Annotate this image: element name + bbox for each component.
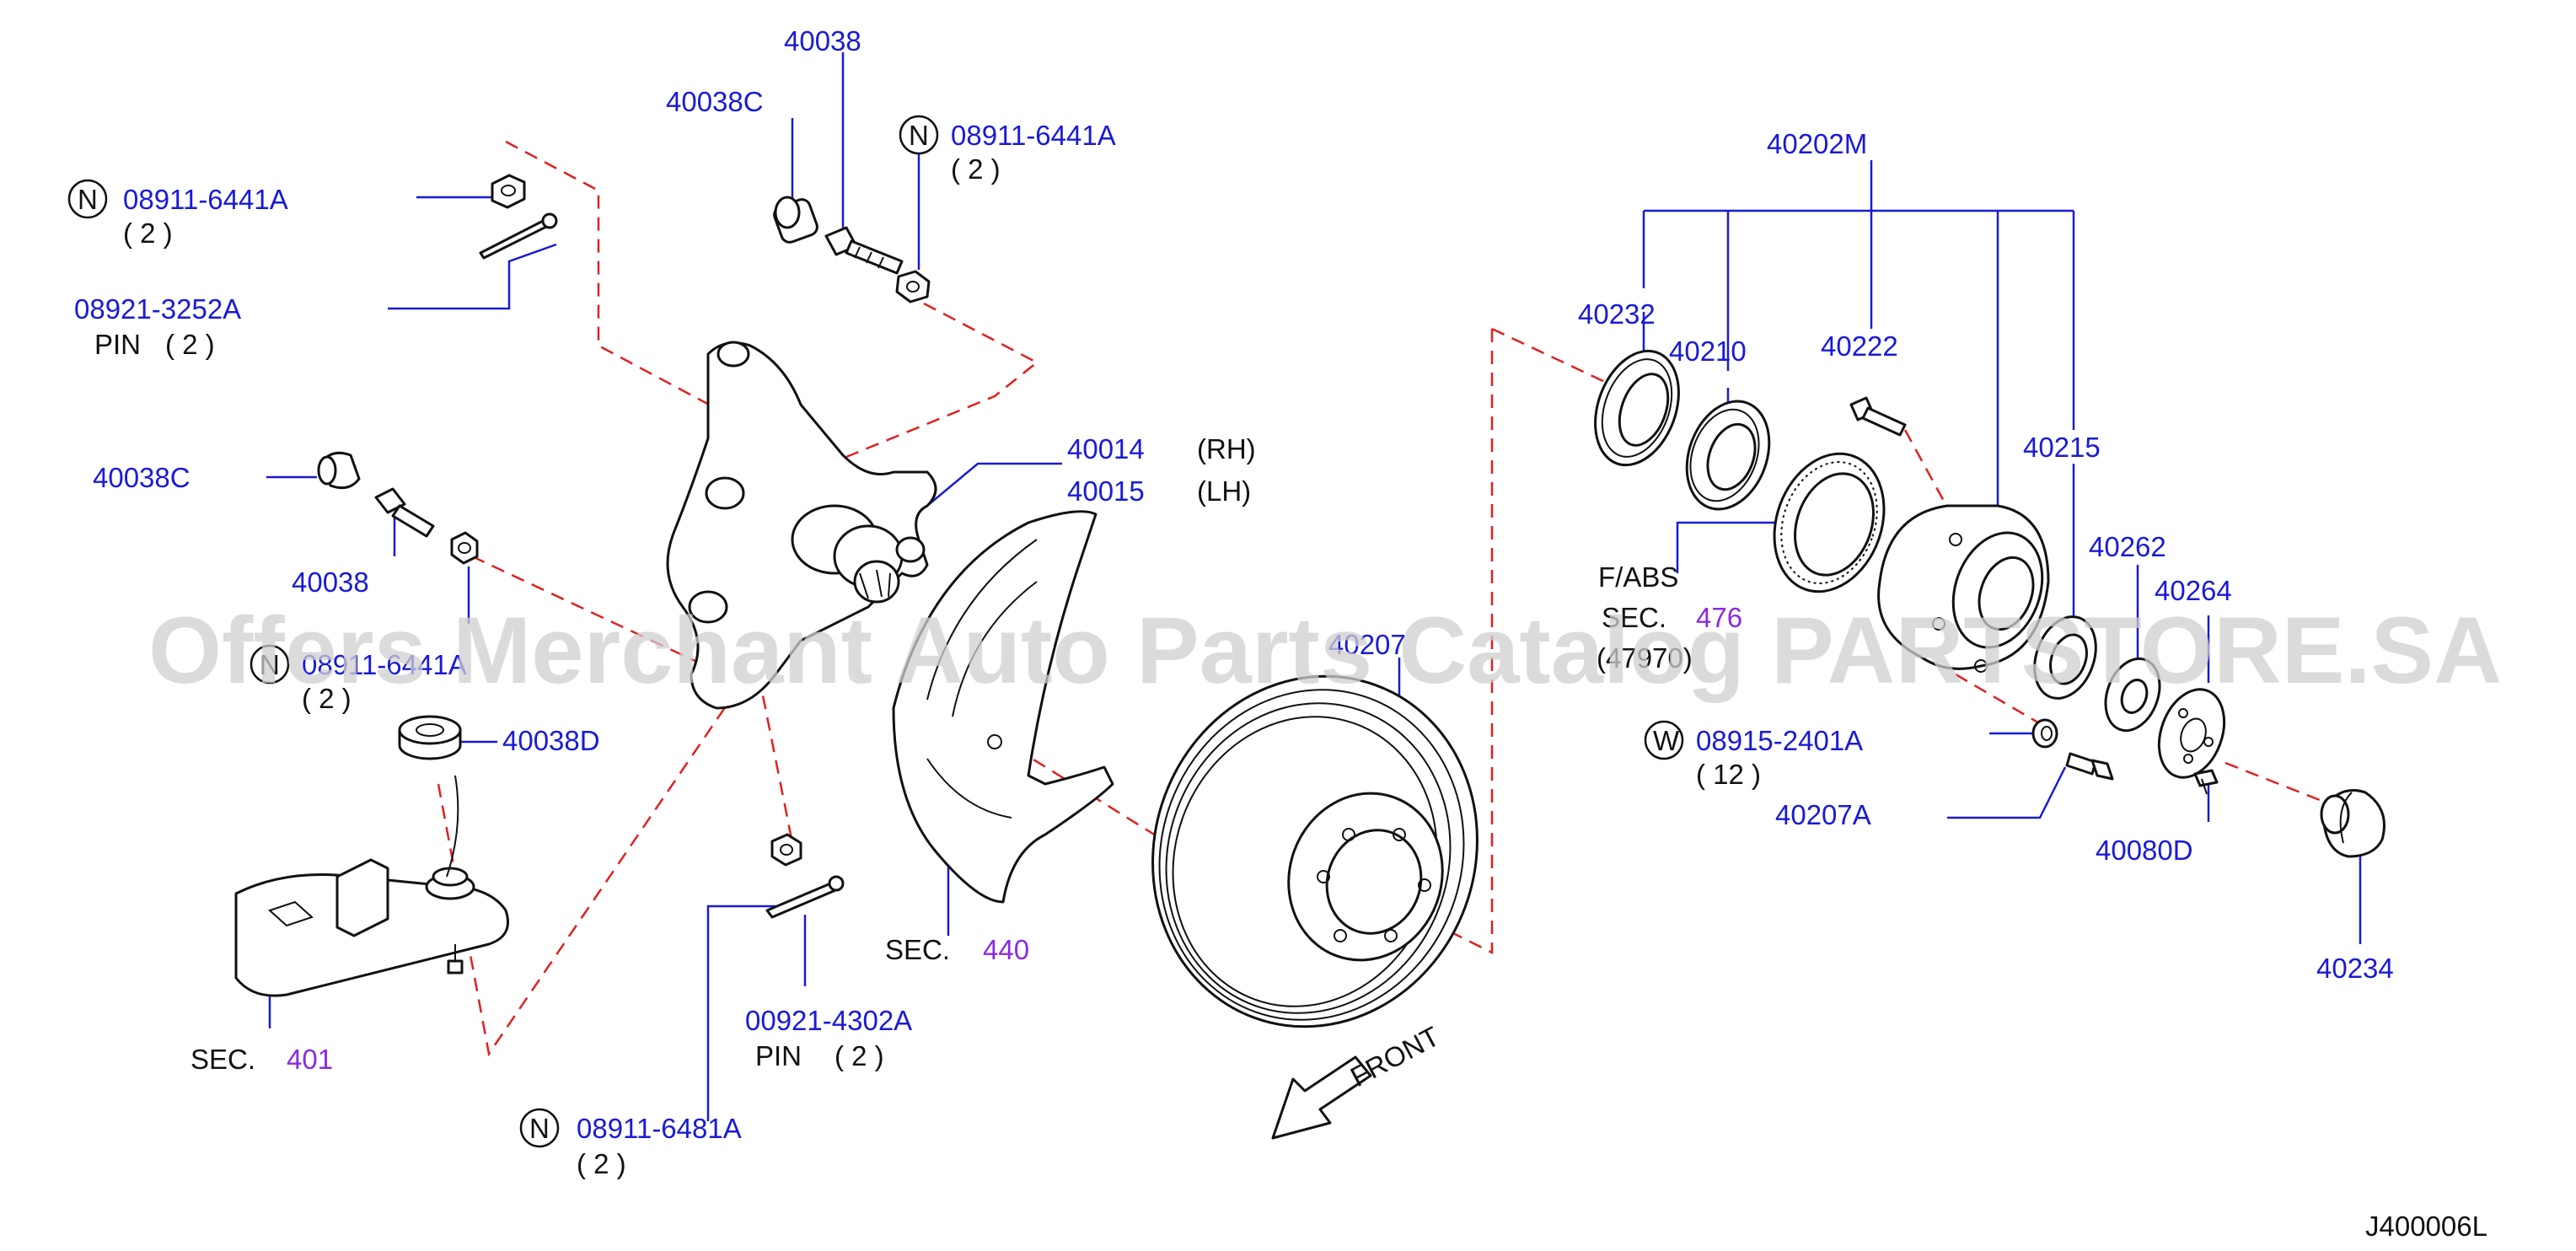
bushing-40038c-top bbox=[773, 196, 818, 244]
label-40038c-left: 40038C bbox=[93, 462, 191, 493]
label-40207: 40207 bbox=[1328, 629, 1406, 660]
leader-lines bbox=[266, 52, 2362, 1121]
sec440-prefix: SEC. bbox=[885, 934, 950, 965]
watermark-text: Offers Merchant Auto Parts Catalog PARTS… bbox=[148, 598, 2502, 703]
sec440-number: 440 bbox=[983, 934, 1029, 965]
label-rh: (RH) bbox=[1197, 433, 1256, 464]
label-40207a: 40207A bbox=[1775, 799, 1871, 830]
label-00921-4302a: 00921-4302A bbox=[745, 1005, 912, 1036]
pin-top-label: PIN bbox=[94, 329, 141, 360]
sec476-sub: (47970) bbox=[1597, 642, 1693, 674]
label-08911-6481a: 08911-6481A bbox=[577, 1113, 742, 1144]
bearing-40210 bbox=[1685, 400, 1771, 511]
nut-top-left bbox=[491, 174, 526, 209]
steering-knuckle bbox=[666, 341, 937, 710]
w-marker: W bbox=[1653, 725, 1680, 756]
bolt-40207a bbox=[2065, 752, 2114, 781]
label-08921-3252a: 08921-3252A bbox=[74, 293, 241, 325]
label-40264: 40264 bbox=[2155, 575, 2232, 606]
front-label: FRONT bbox=[1345, 1020, 1445, 1093]
backing-plate-sec440 bbox=[892, 510, 1114, 904]
label-40202m: 40202M bbox=[1767, 128, 1867, 159]
bolt-40038-left bbox=[374, 487, 435, 538]
qty-w: ( 12 ) bbox=[1696, 759, 1761, 790]
brake-disc-rotor-40207 bbox=[1151, 674, 1479, 1028]
nut-40038d bbox=[398, 715, 462, 760]
wheel-hub bbox=[1877, 504, 2050, 673]
label-40038c-top: 40038C bbox=[666, 86, 764, 117]
label-40234: 40234 bbox=[2316, 953, 2394, 984]
label-40262: 40262 bbox=[2089, 531, 2166, 562]
label-40215: 40215 bbox=[2023, 432, 2101, 463]
w-marker-circle bbox=[1644, 720, 1684, 760]
diagram-code: J400006L bbox=[2365, 1211, 2487, 1242]
lock-washer-08915 bbox=[2031, 718, 2058, 749]
label-40210: 40210 bbox=[1669, 336, 1747, 367]
label-08911-6441a-top-right: 08911-6441A bbox=[951, 120, 1116, 151]
nut-bottom bbox=[770, 833, 802, 867]
flange-40264 bbox=[2157, 688, 2226, 779]
n-marker-bottom: N bbox=[529, 1113, 550, 1144]
label-40232: 40232 bbox=[1578, 298, 1656, 330]
label-lh: (LH) bbox=[1197, 475, 1251, 507]
washer-40262 bbox=[2104, 657, 2161, 733]
sec401-number: 401 bbox=[287, 1044, 333, 1075]
bushing-40038c-left bbox=[317, 451, 361, 490]
n-marker-top-left: N bbox=[78, 184, 98, 215]
qty-bottom: ( 2 ) bbox=[577, 1148, 626, 1179]
hub-cap-40234 bbox=[2320, 789, 2385, 858]
oil-seal-40232 bbox=[1594, 349, 1680, 467]
pin-bottom-qty: ( 2 ) bbox=[835, 1040, 884, 1071]
label-40038-top: 40038 bbox=[784, 25, 861, 56]
pin-bottom-label: PIN bbox=[755, 1040, 802, 1071]
pin-top-qty: ( 2 ) bbox=[165, 329, 215, 360]
hub-bolt-40222 bbox=[1849, 396, 1907, 437]
label-40014: 40014 bbox=[1067, 433, 1145, 464]
label-40038d: 40038D bbox=[502, 725, 600, 756]
bolt-40038-top bbox=[824, 226, 904, 275]
label-08911-6441a-mid: 08911-6441A bbox=[302, 649, 467, 680]
qty-top-right: ( 2 ) bbox=[951, 153, 1001, 185]
bearing-40215 bbox=[2033, 615, 2097, 700]
n-marker-circle-mid bbox=[250, 644, 290, 685]
cotter-pin-top bbox=[479, 212, 558, 260]
n-marker-mid: N bbox=[260, 649, 280, 680]
n-marker-top-right: N bbox=[909, 120, 929, 151]
n-marker-circle-bottom bbox=[519, 1108, 560, 1148]
bolt-40080d bbox=[2193, 769, 2219, 795]
sec401-prefix: SEC. bbox=[191, 1044, 255, 1075]
cotter-pin-bottom bbox=[765, 875, 845, 919]
front-direction-arrow bbox=[1271, 1055, 1372, 1140]
qty-mid: ( 2 ) bbox=[302, 683, 352, 714]
n-marker-circle-top-left bbox=[67, 179, 108, 219]
lower-arm-sec401 bbox=[234, 775, 509, 997]
label-08911-6441a-top-left: 08911-6441A bbox=[123, 184, 288, 215]
fabs-label: F/ABS bbox=[1598, 561, 1678, 593]
n-marker-circle-top-right bbox=[899, 115, 939, 155]
nut-left bbox=[450, 531, 479, 565]
nut-top-right bbox=[895, 270, 931, 303]
label-40080d: 40080D bbox=[2096, 835, 2193, 866]
sec476-prefix: SEC. bbox=[1602, 602, 1666, 633]
label-40015: 40015 bbox=[1067, 475, 1145, 507]
label-08915-2401a: 08915-2401A bbox=[1696, 725, 1863, 756]
label-40038-left: 40038 bbox=[292, 566, 369, 598]
abs-sensor-rotor bbox=[1773, 452, 1886, 593]
label-40222: 40222 bbox=[1821, 330, 1898, 362]
qty-top-left: ( 2 ) bbox=[123, 217, 173, 249]
sec476-number: 476 bbox=[1696, 602, 1742, 633]
